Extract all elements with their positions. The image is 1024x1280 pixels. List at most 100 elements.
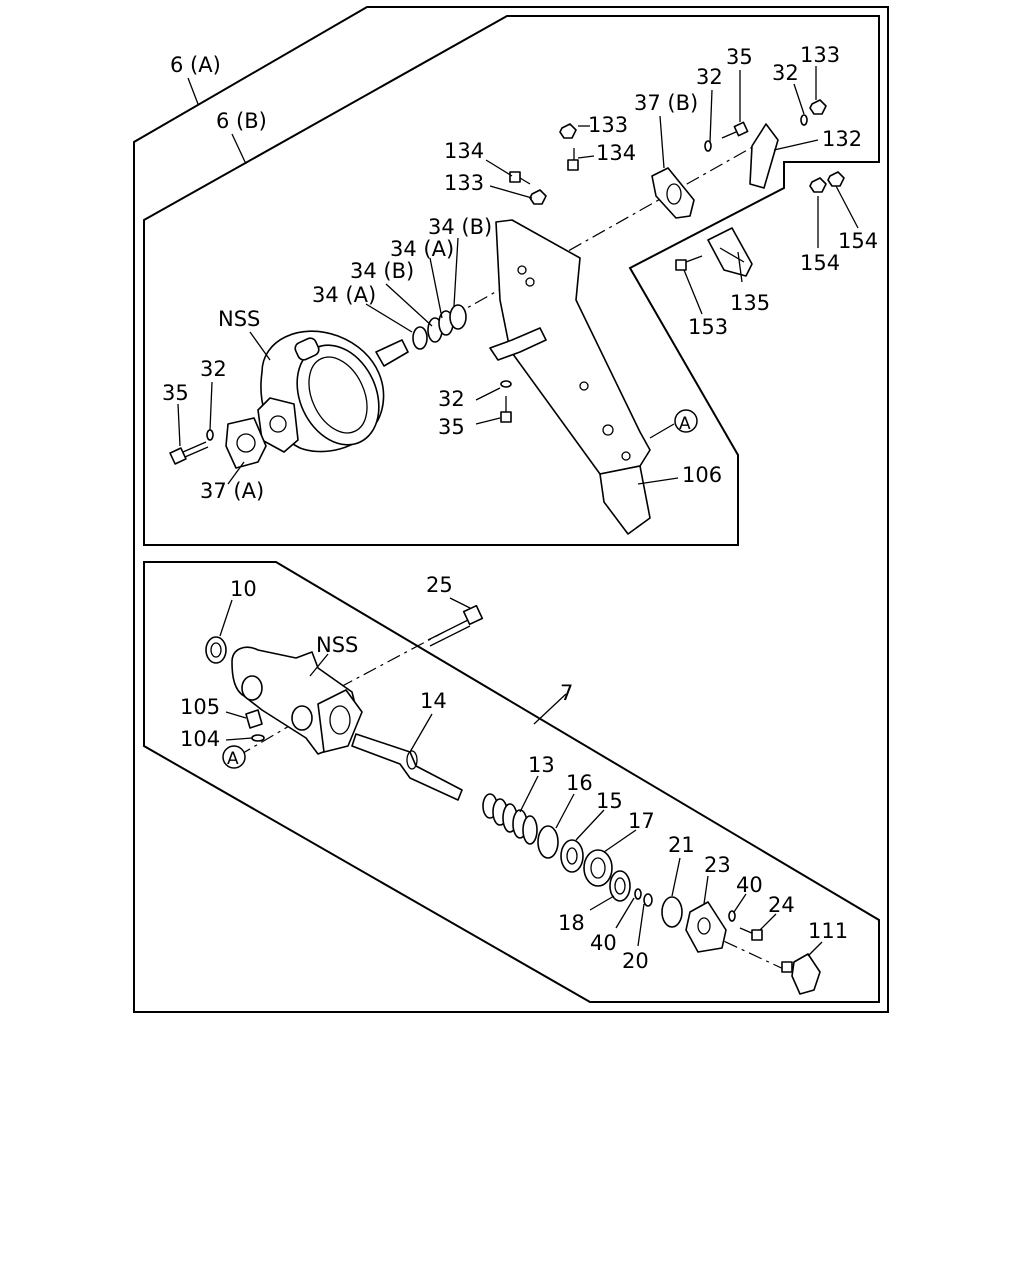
label-6b: 6 (B) bbox=[216, 109, 267, 133]
label-133-c: 133 bbox=[444, 171, 484, 195]
bracket-135 bbox=[707, 227, 753, 277]
nut-133-upper bbox=[559, 123, 577, 139]
spring-13 bbox=[482, 793, 538, 845]
label-133-far: 133 bbox=[800, 43, 840, 67]
label-ref-a-bottom: A bbox=[227, 749, 239, 769]
label-32-mid: 32 bbox=[438, 387, 465, 411]
assembly-axis-top bbox=[427, 139, 766, 331]
bolt-153 bbox=[675, 255, 703, 271]
clip-104 bbox=[251, 734, 265, 742]
label-18: 18 bbox=[558, 911, 585, 935]
label-nss-bottom: NSS bbox=[316, 633, 358, 657]
bolt-134-left bbox=[509, 171, 531, 185]
plate-37b bbox=[651, 167, 695, 219]
washer-40-lower bbox=[634, 888, 642, 900]
label-34a-lower: 34 (A) bbox=[312, 283, 376, 307]
label-40-upper: 40 bbox=[736, 873, 763, 897]
label-32-left: 32 bbox=[200, 357, 227, 381]
label-132: 132 bbox=[822, 127, 862, 151]
label-106: 106 bbox=[682, 463, 722, 487]
bolt-35-left bbox=[169, 441, 209, 465]
reference-circle-a-top bbox=[674, 409, 698, 433]
label-154-right: 154 bbox=[838, 229, 878, 253]
bolt-24 bbox=[739, 927, 763, 941]
axis-bolt-25 bbox=[315, 631, 445, 701]
label-111: 111 bbox=[808, 919, 848, 943]
o-ring-21 bbox=[661, 896, 683, 928]
ring-20 bbox=[643, 893, 653, 907]
bolt-35-mid bbox=[500, 396, 512, 423]
nut-133-far bbox=[809, 99, 827, 115]
label-24: 24 bbox=[768, 893, 795, 917]
label-14: 14 bbox=[420, 689, 447, 713]
label-15: 15 bbox=[596, 789, 623, 813]
label-35-mid: 35 bbox=[438, 415, 465, 439]
bottom-subframe-7 bbox=[143, 561, 880, 1003]
label-25: 25 bbox=[426, 573, 453, 597]
seal-10 bbox=[205, 636, 227, 664]
label-35-a: 35 bbox=[726, 45, 753, 69]
label-32-b: 32 bbox=[772, 61, 799, 85]
plug-105 bbox=[245, 709, 263, 729]
nut-133-lower bbox=[529, 189, 547, 205]
leaders-bottom bbox=[219, 597, 823, 957]
washer-32-left bbox=[206, 429, 214, 441]
label-21: 21 bbox=[668, 833, 695, 857]
bolt-35-upper bbox=[721, 121, 749, 139]
label-37a: 37 (A) bbox=[200, 479, 264, 503]
label-34a-upper: 34 (A) bbox=[390, 237, 454, 261]
label-20: 20 bbox=[622, 949, 649, 973]
axis-fitting-111 bbox=[699, 929, 791, 973]
label-13: 13 bbox=[528, 753, 555, 777]
washer-32-far bbox=[800, 114, 808, 126]
ring-16 bbox=[537, 825, 559, 859]
nut-154-right bbox=[827, 171, 845, 187]
bush-18 bbox=[609, 870, 631, 902]
label-134-b: 134 bbox=[596, 141, 636, 165]
axis-ref-a-bottom bbox=[237, 721, 297, 757]
label-16: 16 bbox=[566, 771, 593, 795]
label-37b: 37 (B) bbox=[634, 91, 698, 115]
seal-17 bbox=[583, 849, 613, 887]
nss-housing-top bbox=[257, 330, 409, 453]
cover-23 bbox=[685, 901, 727, 953]
nss-cylinder-body bbox=[231, 646, 363, 755]
label-105: 105 bbox=[180, 695, 220, 719]
label-154-left: 154 bbox=[800, 251, 840, 275]
label-7: 7 bbox=[560, 681, 573, 705]
washer-32-upper bbox=[704, 140, 712, 152]
label-34b-lower: 34 (B) bbox=[350, 259, 414, 283]
label-34b-upper: 34 (B) bbox=[428, 215, 492, 239]
label-10: 10 bbox=[230, 577, 257, 601]
label-35-left: 35 bbox=[162, 381, 189, 405]
gasket-37a bbox=[225, 417, 267, 469]
label-23: 23 bbox=[704, 853, 731, 877]
label-6a: 6 (A) bbox=[170, 53, 221, 77]
label-17: 17 bbox=[628, 809, 655, 833]
seal-stack-34 bbox=[412, 304, 467, 350]
label-134-a: 134 bbox=[444, 139, 484, 163]
cup-15 bbox=[560, 839, 584, 873]
top-subframe-6b bbox=[143, 15, 880, 546]
washer-32-mid bbox=[500, 380, 512, 388]
reference-circle-a-bottom bbox=[222, 745, 246, 769]
label-nss-top: NSS bbox=[218, 307, 260, 331]
fitting-111 bbox=[781, 953, 821, 995]
label-32-a: 32 bbox=[696, 65, 723, 89]
piston-rod-14 bbox=[351, 733, 463, 801]
label-135: 135 bbox=[730, 291, 770, 315]
bolt-134-right bbox=[567, 148, 579, 171]
bracket-106 bbox=[489, 219, 651, 535]
label-153: 153 bbox=[688, 315, 728, 339]
leaders-top bbox=[177, 66, 859, 485]
bracket-132 bbox=[749, 123, 779, 189]
label-40-lower: 40 bbox=[590, 931, 617, 955]
bolt-25 bbox=[427, 604, 484, 647]
label-ref-a-top: A bbox=[679, 414, 691, 434]
washer-40-upper bbox=[728, 910, 736, 922]
label-133-a: 133 bbox=[588, 113, 628, 137]
nut-154-left bbox=[809, 177, 827, 193]
label-104: 104 bbox=[180, 727, 220, 751]
